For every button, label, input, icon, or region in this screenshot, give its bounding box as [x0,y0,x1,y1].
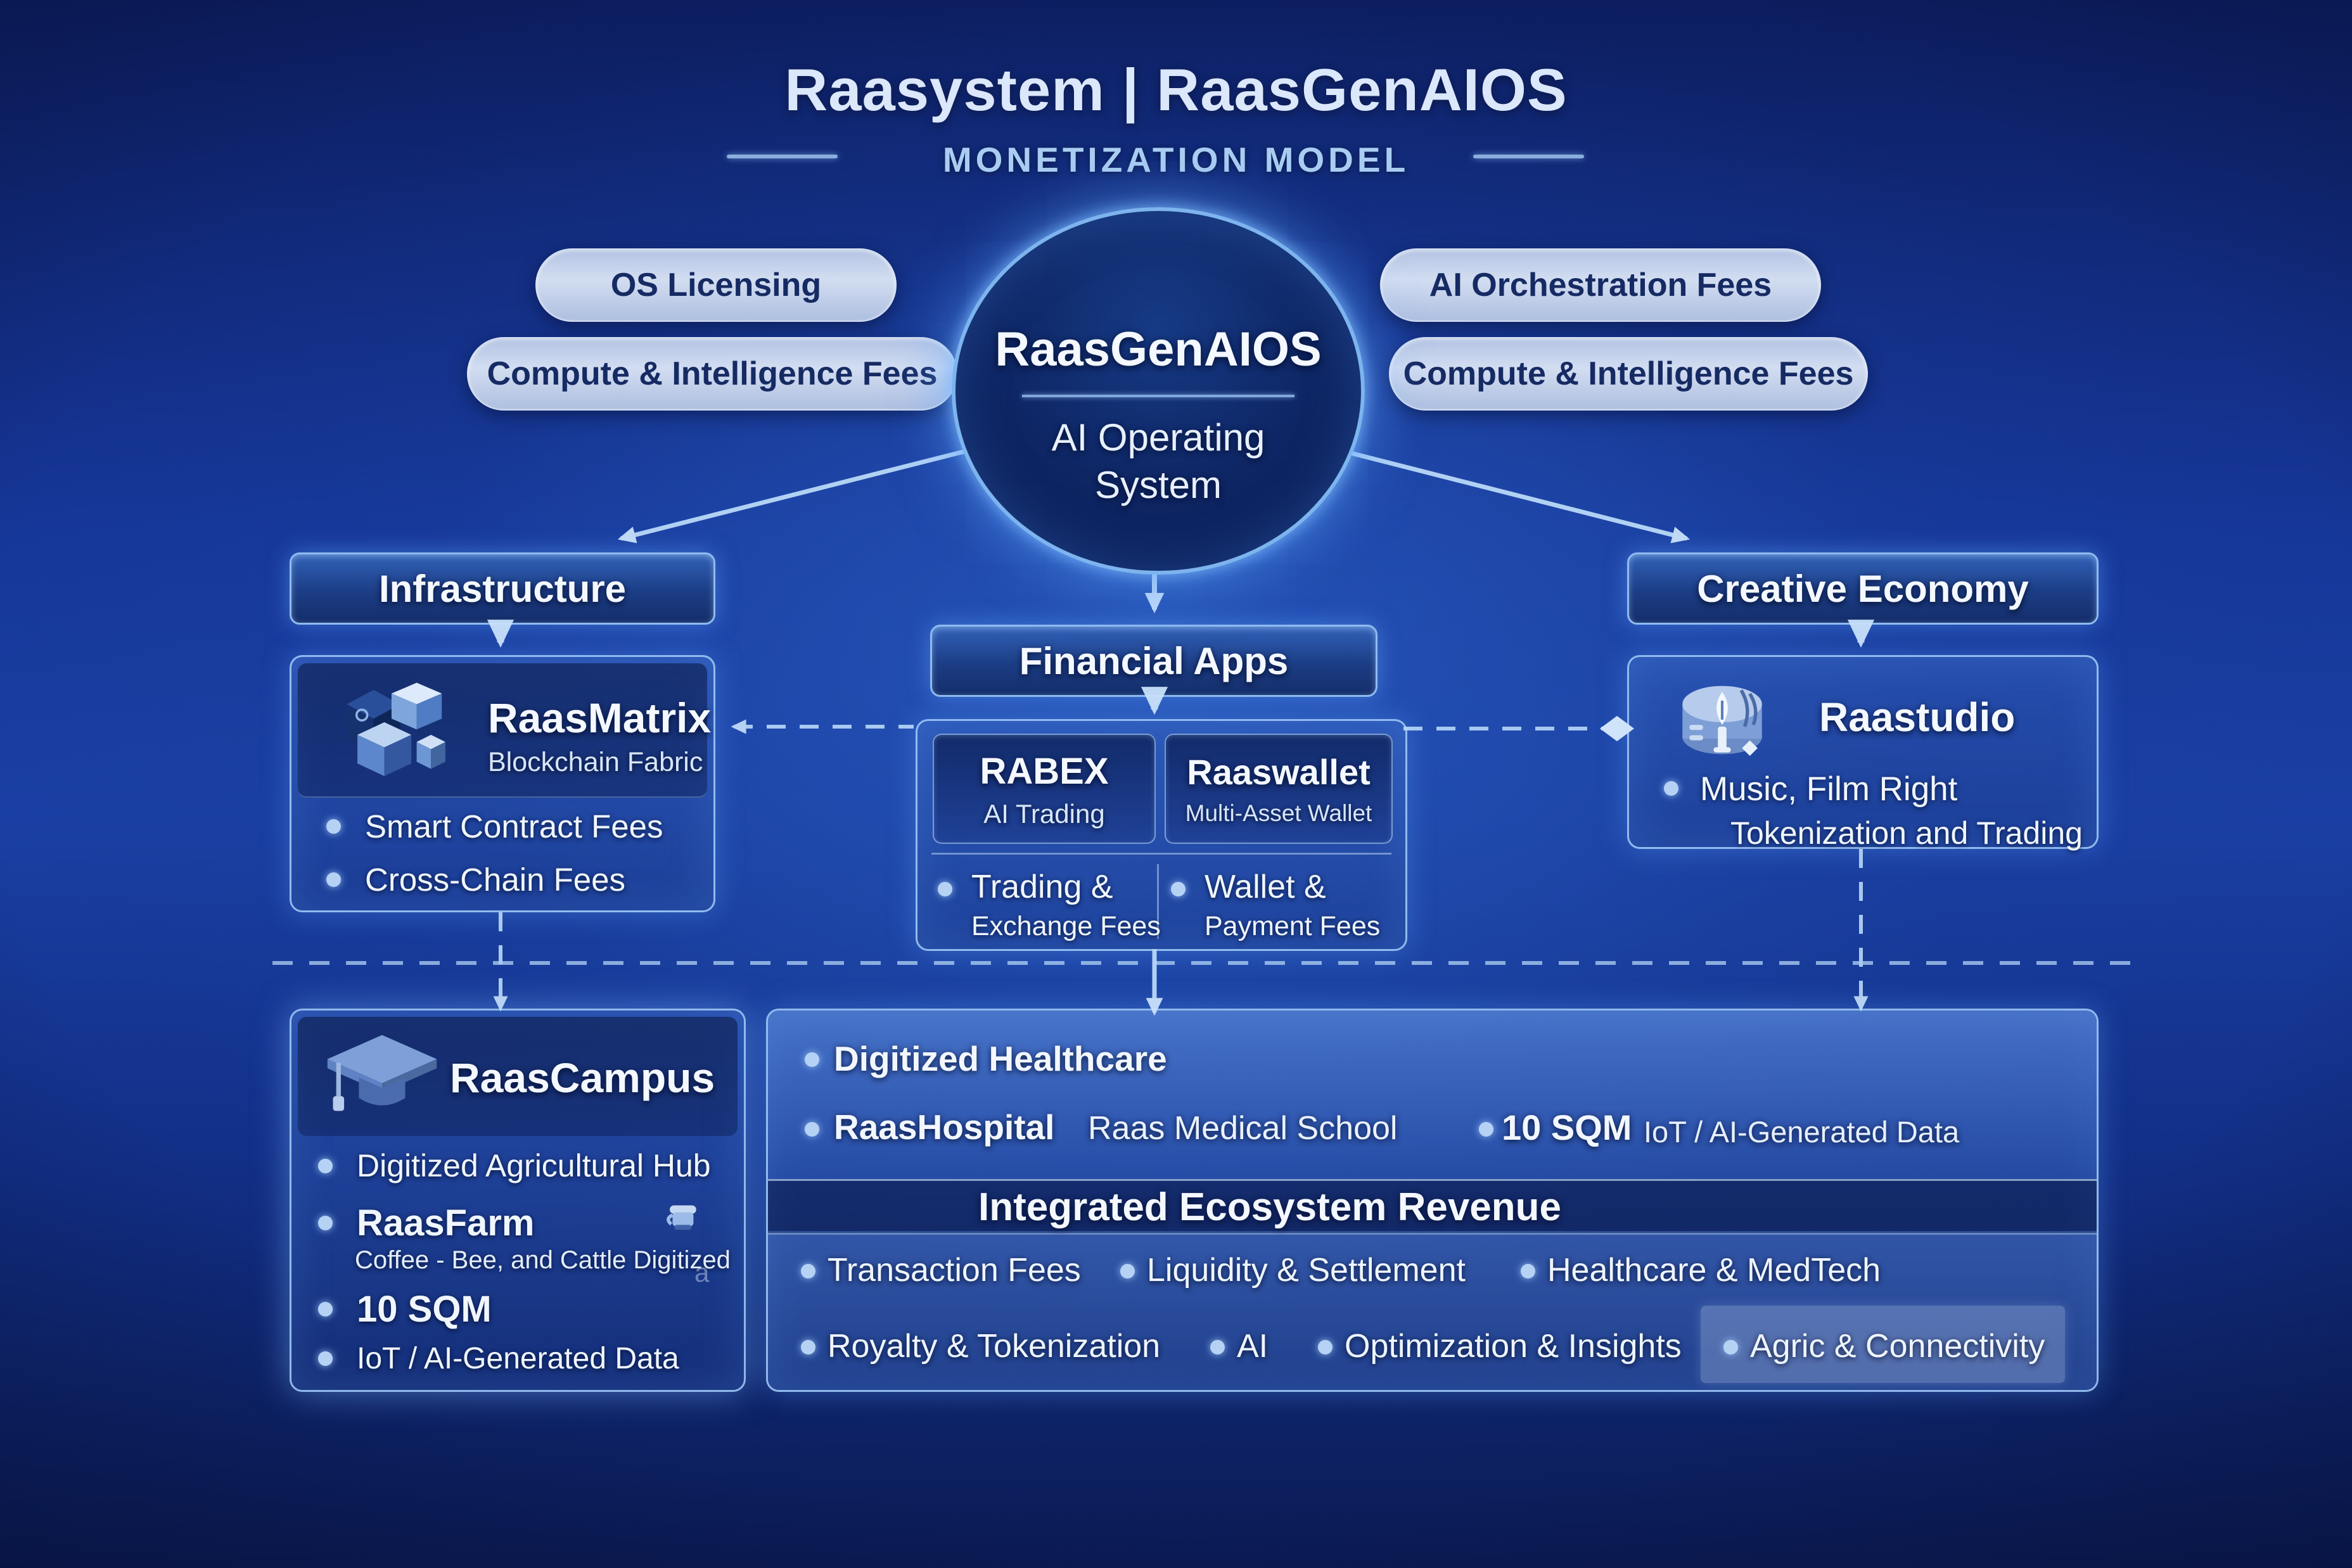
bullet-dot [1171,882,1186,896]
raasmatrix-bullet-cross-chain: Cross-Chain Fees [326,861,625,898]
pill-compute-intelligence-right: Compute & Intelligence Fees [1389,337,1868,411]
raasmatrix-panel: RaasMatrix Blockchain Fabric Smart Contr… [290,655,715,912]
bullet-label: RaasFarm [357,1202,535,1244]
bullet-dot [938,882,952,896]
raasmatrix-name: RaasMatrix [488,694,712,741]
wallet-fees-bullet: Wallet & Payment Fees [1171,868,1380,942]
bullet-dot [326,872,341,887]
raaswallet-card: Raaswallet Multi-Asset Wallet [1165,734,1393,844]
pill-compute-intelligence-left: Compute & Intelligence Fees [467,337,957,411]
bullet-dot [318,1302,333,1316]
pill-ai-orchestration: AI Orchestration Fees [1380,248,1821,322]
fee-line1: Trading & [971,869,1113,905]
bullet-dot [1120,1264,1135,1278]
revenue-item-liquidity-settlement: Liquidity & Settlement [1147,1252,1466,1289]
iot-data-label: IoT / AI-Generated Data [1644,1115,1960,1149]
bullet-dot [1521,1264,1535,1278]
bullet-dot [1723,1340,1738,1354]
bullet-dot [1210,1340,1225,1354]
creative-bullet-line2: Tokenization and Trading [1730,815,2083,851]
core-divider [1022,395,1294,397]
arrow-core-to-creative [1327,445,1690,544]
medical-school-label: Raas Medical School [1088,1110,1398,1147]
raascampus-title-band: RaasCampus [298,1017,738,1136]
rabex-name: RABEX [980,751,1109,792]
revenue-item-transaction-fees: Transaction Fees [828,1252,1081,1289]
raasmatrix-title-band: RaasMatrix Blockchain Fabric [298,663,711,798]
raaswallet-tagline: Multi-Asset Wallet [1185,800,1372,826]
sqm-label: 10 SQM [1502,1107,1632,1147]
bullet-dot [1318,1340,1333,1354]
campus-bullet-agricultural-hub: Digitized Agricultural Hub [318,1147,711,1184]
bullet-label: IoT / AI-Generated Data [357,1342,679,1375]
core-os-node: RaasGenAIOS AI Operating System [952,207,1365,575]
healthcare-bullet: Digitized Healthcare [834,1039,1167,1078]
fee-line1: Wallet & [1205,869,1326,905]
raaswallet-name: Raaswallet [1187,752,1371,792]
coffee-cup-icon [667,1205,696,1230]
bullet-dot [805,1052,819,1067]
header-creative-economy: Creative Economy [1627,552,2099,625]
arrow-core-to-infrastructure [617,445,981,544]
bullet-label: Cross-Chain Fees [365,862,625,898]
header-infrastructure: Infrastructure [290,552,715,625]
graduation-cap-icon [327,1035,437,1111]
bullet-dot [801,1264,815,1278]
bullet-dot [801,1340,815,1354]
core-name: RaasGenAIOS [995,322,1322,376]
page-subtitle: MONETIZATION MODEL [942,140,1410,179]
studio-icon [1682,685,1762,756]
revenue-bullets-band: Transaction Fees Liquidity & Settlement … [768,1231,2097,1390]
bullet-label: 10 SQM [357,1289,492,1330]
raasmatrix-bullet-smart-contract: Smart Contract Fees [326,808,663,845]
raascampus-name: RaasCampus [450,1054,715,1101]
rabex-card: RABEX AI Trading [933,734,1156,844]
bullet-dot [326,819,341,834]
healthcare-band: Digitized Healthcare RaasHospital Raas M… [768,1010,2097,1179]
bullet-dot [1664,781,1678,796]
raastudio-bullet: Music, Film Right Tokenization and Tradi… [1664,770,2083,851]
fee-line2: Exchange Fees [971,911,1161,941]
financial-vertical-divider [1157,864,1159,939]
bullet-label: Smart Contract Fees [365,808,663,845]
revenue-header: Integrated Ecosystem Revenue [978,1185,1562,1229]
revenue-header-band: Integrated Ecosystem Revenue [768,1179,2097,1235]
core-descriptor: AI Operating System [1051,416,1265,506]
raashospital-label: RaasHospital [834,1107,1055,1147]
trading-fees-bullet: Trading & Exchange Fees [938,868,1161,942]
revenue-item-agric-connectivity: Agric & Connectivity [1750,1328,2045,1365]
pill-os-licensing: OS Licensing [535,248,897,322]
bullet-label: Digitized Agricultural Hub [357,1148,711,1183]
campus-bullet-raasfarm: RaasFarm [318,1202,534,1244]
bullet-dot [318,1351,333,1366]
campus-bullet-iot-data: IoT / AI-Generated Data [318,1341,679,1376]
raastudio-panel: Raastudio Music, Film Right Tokenization… [1627,655,2099,851]
bullet-dot [1479,1122,1493,1137]
bullet-dot [805,1122,819,1137]
subtitle-divider-right [1473,155,1584,158]
raasmatrix-tagline: Blockchain Fabric [488,747,703,777]
agric-highlight [1701,1306,2065,1383]
revenue-item-royalty-tokenization: Royalty & Tokenization [828,1328,1161,1365]
raascampus-panel: RaasCampus Digitized Agricultural Hub Ra… [290,1009,746,1392]
revenue-item-healthcare-medtech: Healthcare & MedTech [1547,1252,1881,1289]
campus-stray-char: a [694,1258,710,1287]
revenue-item-ai: AI [1237,1328,1269,1365]
bullet-dot [318,1158,333,1173]
revenue-item-optimization-insights: Optimization & Insights [1345,1328,1682,1365]
ecosystem-panel: Digitized Healthcare RaasHospital Raas M… [766,1009,2099,1392]
financial-apps-panel: RABEX AI Trading Raaswallet Multi-Asset … [916,719,1407,951]
header-financial-apps: Financial Apps [930,625,1377,697]
creative-bullet-line1: Music, Film Right [1700,770,1958,808]
fee-line2: Payment Fees [1205,911,1381,941]
campus-bullet-10sqm: 10 SQM [318,1288,492,1330]
raastudio-name: Raastudio [1819,694,2016,740]
page-title: Raasystem | RaasGenAIOS [784,56,1568,123]
subtitle-divider-left [727,155,838,158]
cubes-icon [347,682,445,776]
rabex-tagline: AI Trading [983,799,1105,829]
financial-divider [931,853,1391,855]
campus-raasfarm-sub: Coffee - Bee, and Cattle Digitized [355,1246,731,1274]
bullet-dot [318,1216,333,1230]
